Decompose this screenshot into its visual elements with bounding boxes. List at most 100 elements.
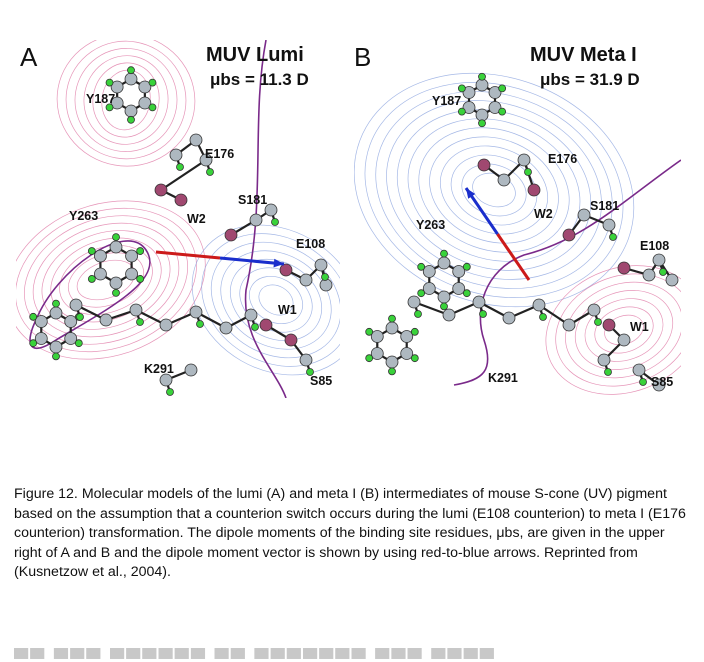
oxygen-atom [154,183,168,197]
hydrogen-atom [29,339,38,348]
hydrogen-atom [166,388,174,396]
hydrogen-atom [251,323,259,331]
hydrogen-atom [87,275,96,283]
carbon-atom [124,104,138,118]
hydrogen-atom [462,289,471,298]
carbon-atom [422,265,436,278]
carbon-atom [642,268,656,282]
carbon-atom [602,218,616,232]
potential-contour [354,72,635,308]
hydrogen-atom [479,310,487,318]
carbon-atom [249,213,263,227]
potential-contour [584,298,664,362]
hydrogen-atom [498,84,507,93]
dipole-arrow-head [466,188,476,199]
hydrogen-atom [524,168,532,176]
potential-contour [92,62,160,138]
carbon-atom [437,256,451,270]
carbon-atom [34,332,48,345]
potential-contour [472,172,516,208]
dipole-arrow-tail [496,233,531,281]
potential-contour [594,306,654,354]
potential-contour [229,258,323,342]
figure-caption: Figure 12. Molecular models of the lumi … [14,485,694,583]
potential-contour [396,109,592,271]
caption-text: Figure 12. Molecular models of the lumi … [14,486,686,581]
carbon-atom [462,101,476,114]
residue-label-y187: Y187 [86,92,116,106]
hydrogen-atom [29,312,38,321]
hydrogen-atom [462,262,471,271]
hydrogen-atom [498,107,507,116]
residue-label-e176: E176 [205,147,235,161]
carbon-atom [652,378,666,392]
carbon-atom [488,101,502,114]
potential-contour [375,91,613,289]
carbon-atom [244,308,258,322]
hydrogen-atom [417,262,426,271]
carbon-atom [665,273,679,287]
carbon-atom [124,72,138,86]
carbon-atom [400,347,414,360]
hydrogen-atom [659,268,667,276]
zero-potential-contour [244,40,287,398]
hydrogen-atom [196,320,204,328]
potential-contour [210,241,340,359]
hydrogen-atom [52,299,60,308]
carbon-atom [407,295,421,309]
carbon-atom [385,321,399,335]
hydrogen-atom [112,288,120,297]
carbon-atom [462,86,476,99]
potential-contour [418,127,570,253]
carbon-atom [125,249,138,263]
carbon-atom [129,303,143,317]
carbon-atom [189,133,203,147]
hydrogen-atom [417,289,426,298]
carbon-atom [319,278,333,292]
hydrogen-atom [148,78,157,87]
carbon-atom [69,298,83,312]
carbon-atom [597,353,611,367]
bond [160,159,207,191]
hydrogen-atom [74,339,83,348]
hydrogen-atom [271,218,279,226]
carbon-atom [94,249,107,263]
hydrogen-atom [639,378,647,386]
hydrogen-atom [136,318,144,326]
zero-potential-contour [453,159,681,386]
hydrogen-atom [87,247,96,255]
carbon-atom [64,332,78,345]
potential-contour [545,265,681,395]
hydrogen-atom [321,273,329,281]
carbon-atom [49,340,63,354]
potential-contour [258,284,294,316]
residue-label-w2: W2 [534,207,553,221]
hydrogen-atom [206,168,214,176]
carbon-atom [109,276,123,290]
carbon-atom [125,267,138,281]
panel-a-title: MUV Lumi [206,44,304,66]
carbon-atom [475,78,489,92]
potential-contour [74,48,178,152]
carbon-atom [110,96,124,110]
residue-label-e108: E108 [640,239,670,253]
residue-label-k291: K291 [488,371,518,385]
potential-contour [201,233,340,367]
potential-contour [16,207,197,353]
hydrogen-atom [136,247,145,255]
potential-contour [450,154,538,226]
carbon-atom [587,303,601,317]
carbon-atom [488,86,502,99]
residue-label-k291: K291 [144,362,174,376]
potential-contour [56,40,196,167]
carbon-atom [497,173,511,187]
carbon-atom [475,108,489,122]
carbon-atom [452,265,466,278]
potential-contour [407,118,581,262]
carbon-atom [219,321,233,335]
hydrogen-atom [365,354,374,363]
carbon-atom [138,96,152,110]
hydrogen-atom [478,119,486,128]
hydrogen-atom [105,103,114,112]
hydrogen-atom [127,115,135,124]
